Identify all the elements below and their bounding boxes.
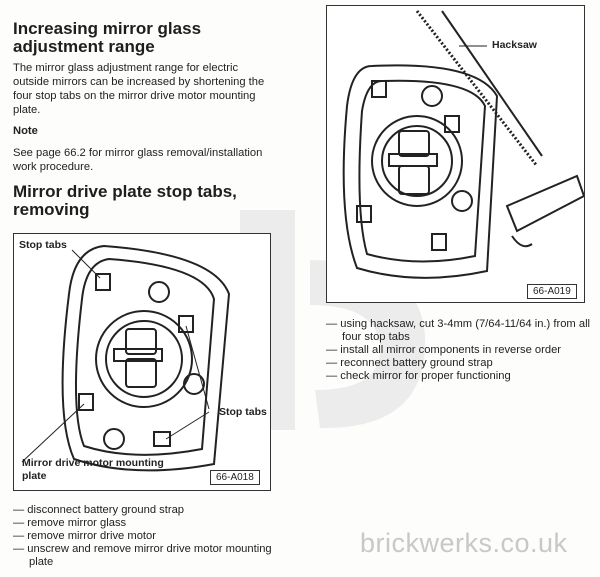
section-title-adjustment-range: Increasing mirror glass adjustment range: [13, 19, 202, 56]
figure-id-66-A019: 66-A019: [527, 284, 577, 299]
hacksaw-illustration: [342, 10, 584, 279]
callout-hacksaw: Hacksaw: [492, 39, 537, 51]
step-item: remove mirror glass: [13, 517, 278, 530]
figure-mounting-plate: Stop tabs Stop tabs Mirror drive motor m…: [13, 233, 271, 491]
note-body: See page 66.2 for mirror glass removal/i…: [13, 147, 263, 173]
step-item: using hacksaw, cut 3-4mm (7/64-11/64 in.…: [326, 318, 596, 344]
section-title-stop-tabs: Mirror drive plate stop tabs, removing: [13, 182, 237, 219]
step-item: reconnect battery ground strap: [326, 357, 596, 370]
callout-stop-tabs-top: Stop tabs: [19, 239, 67, 251]
figure-id-66-A018: 66-A018: [210, 470, 260, 485]
step-item: remove mirror drive motor: [13, 530, 278, 543]
callout-mounting-plate: Mirror drive motor mounting plate: [22, 457, 164, 482]
step-item: unscrew and remove mirror drive motor mo…: [13, 543, 278, 569]
steps-list-right: using hacksaw, cut 3-4mm (7/64-11/64 in.…: [326, 318, 596, 383]
figure-hacksaw: Hacksaw 66-A019: [326, 5, 585, 303]
step-item: check mirror for proper functioning: [326, 370, 596, 383]
step-item: install all mirror components in reverse…: [326, 344, 596, 357]
steps-list-left: disconnect battery ground strap remove m…: [13, 504, 278, 569]
step-item: disconnect battery ground strap: [13, 504, 278, 517]
callout-stop-tabs-right: Stop tabs: [219, 406, 267, 418]
watermark-text: brickwerks.co.uk: [360, 528, 568, 558]
note-heading: Note: [13, 125, 38, 137]
mounting-plate-illustration: [21, 244, 231, 472]
intro-paragraph: The mirror glass adjustment range for el…: [13, 62, 265, 116]
